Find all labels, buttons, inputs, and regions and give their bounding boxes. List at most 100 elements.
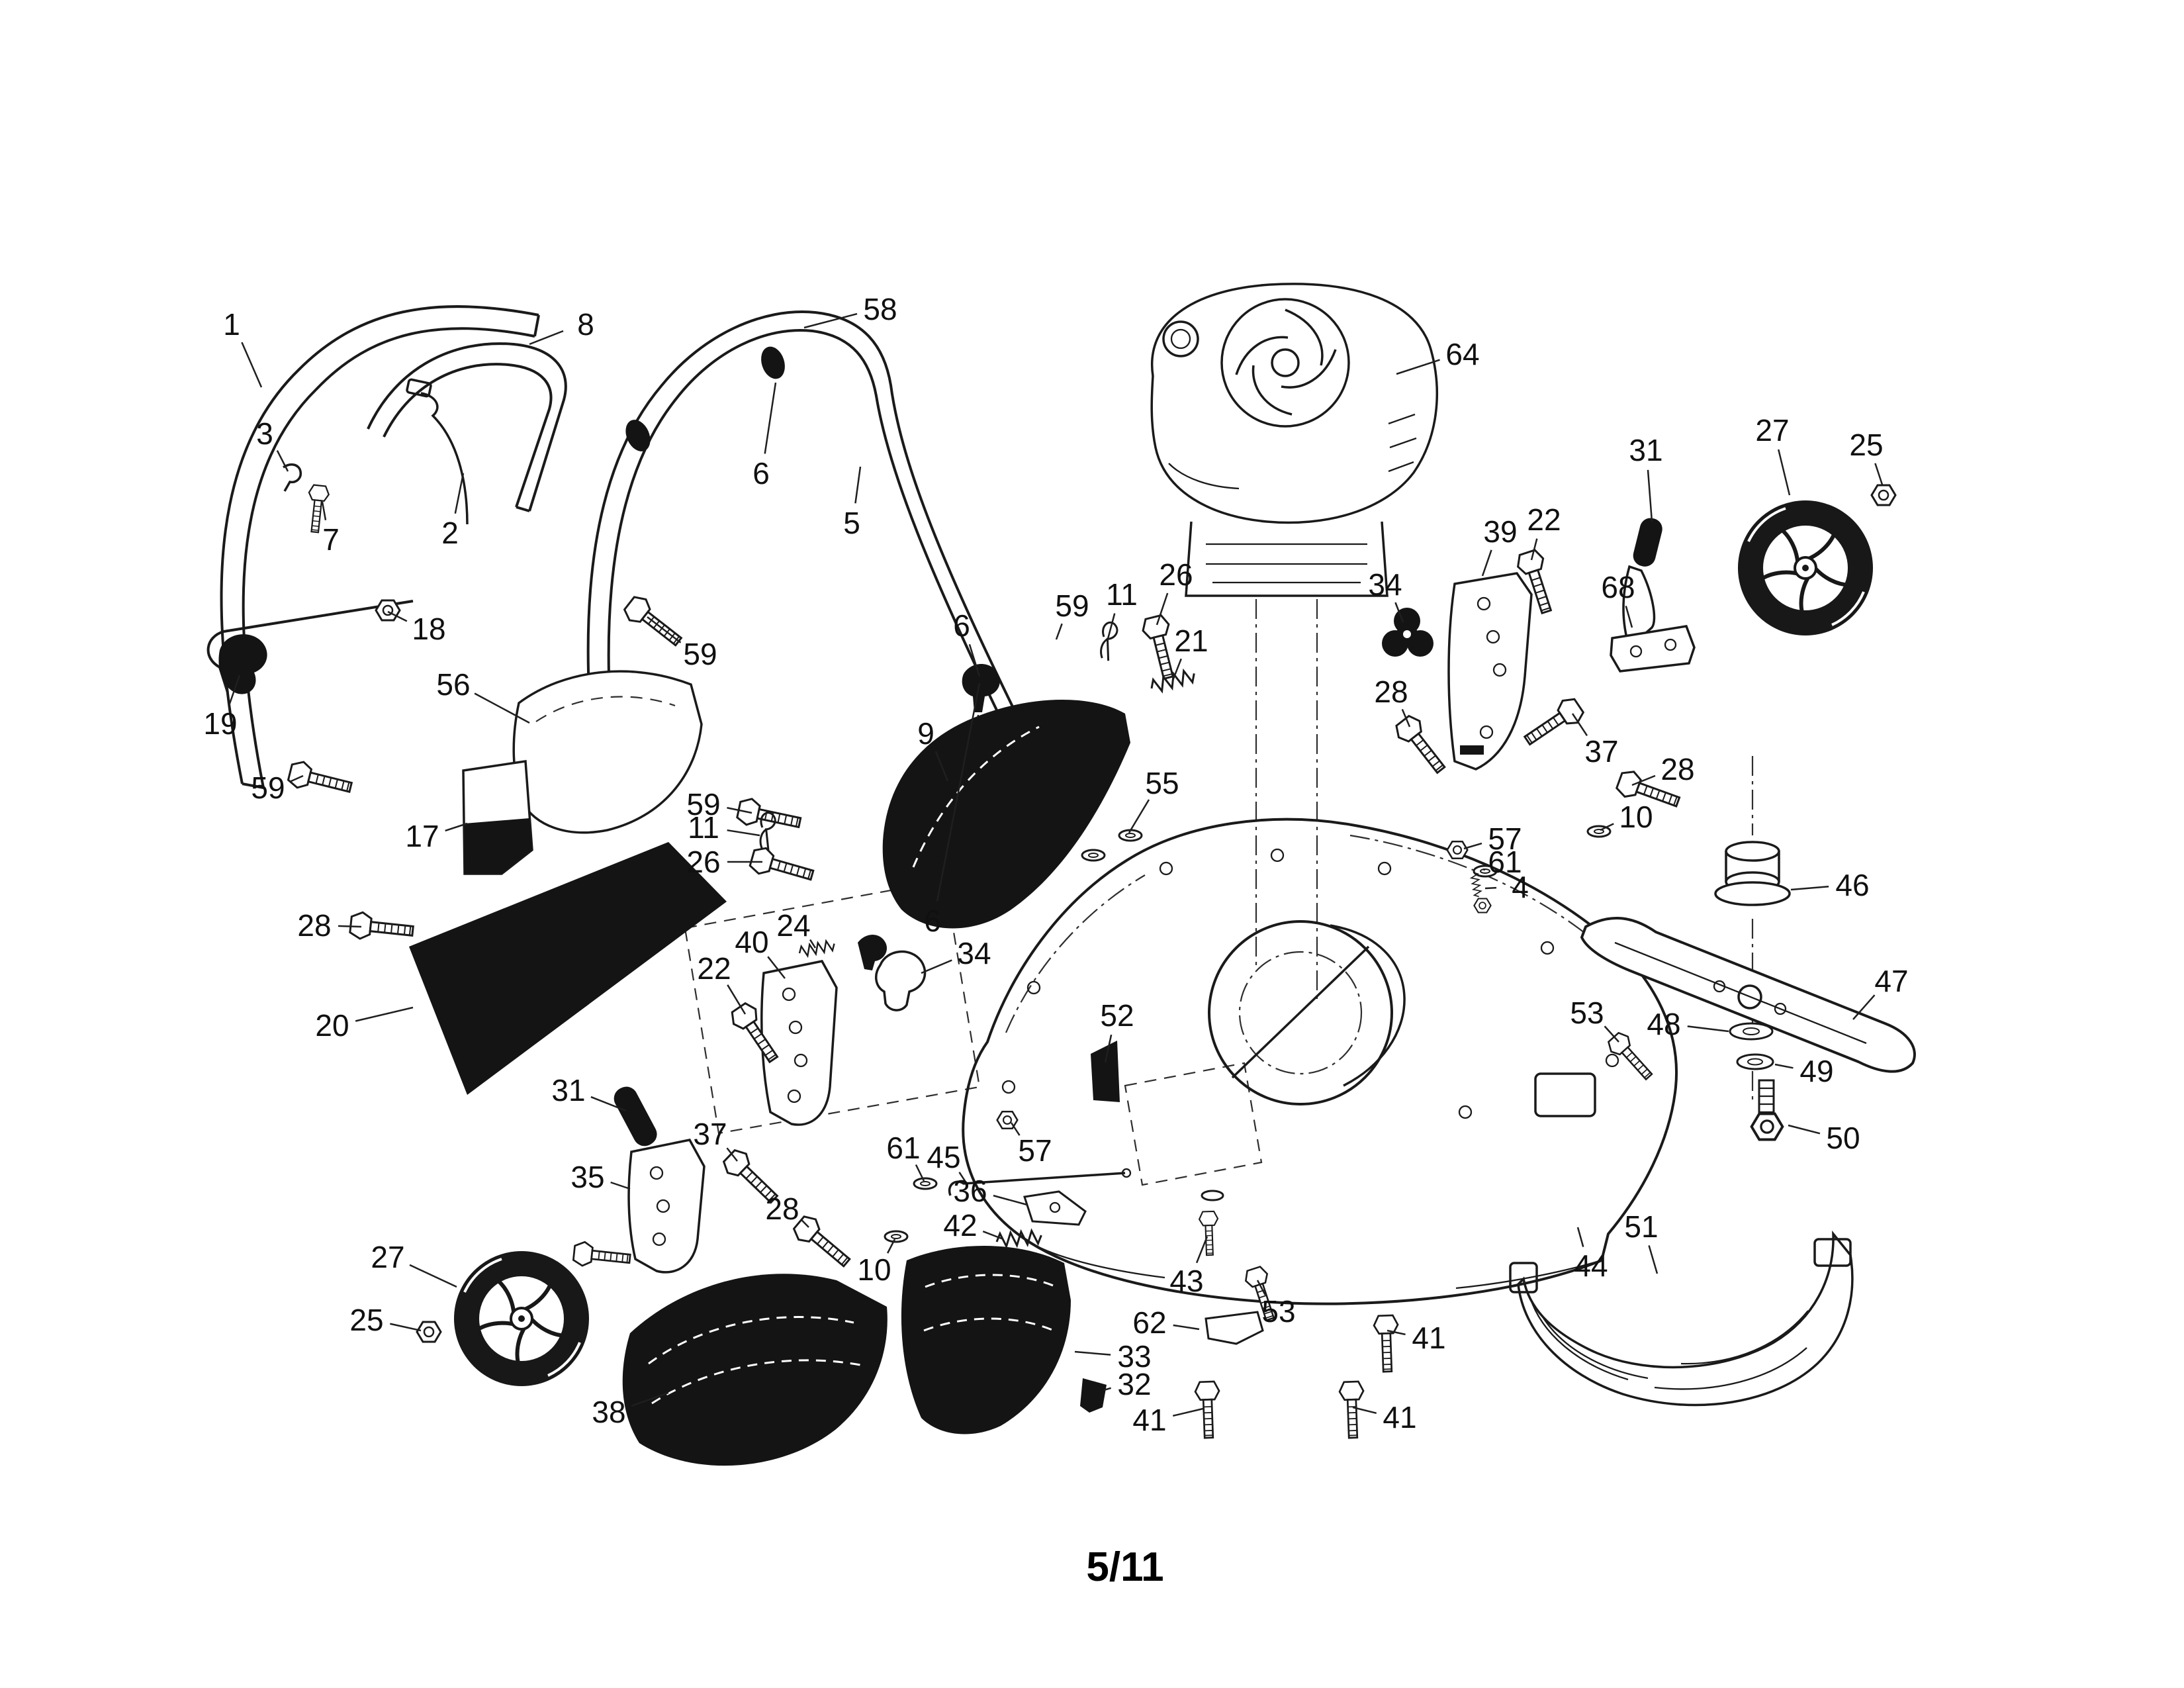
callout-leader-59: [1055, 623, 1063, 640]
callout-37: 37: [693, 1117, 727, 1151]
callout-leader-21: [1171, 658, 1182, 681]
callout-leader-59: [727, 807, 752, 814]
wheel-adjuster-left: [572, 1086, 705, 1274]
phantom-lines: [684, 599, 1754, 1186]
callout-leader-46: [1790, 886, 1829, 891]
callout-10: 10: [1619, 800, 1653, 834]
callout-10: 10: [857, 1252, 891, 1287]
callout-leader-18: [387, 610, 408, 622]
callout-leader-45: [958, 1172, 969, 1186]
handle-rod: [206, 600, 414, 693]
callout-leader-47: [1852, 994, 1876, 1020]
callout-leader-28: [338, 925, 362, 928]
callout-leader-53: [1256, 1280, 1266, 1295]
callout-leader-34: [1394, 602, 1404, 623]
callout-leader-9: [934, 751, 949, 782]
callout-leader-68: [1625, 606, 1633, 628]
blade: [1580, 917, 1916, 1073]
mower-deck: [962, 818, 1678, 1305]
callout-26: 26: [686, 845, 720, 879]
callout-leader-32: [1103, 1387, 1112, 1391]
callout-leader-52: [1104, 1034, 1113, 1063]
adjuster-lever-right: [1610, 518, 1696, 673]
callout-31: 31: [551, 1073, 585, 1107]
callout-57: 57: [1488, 821, 1522, 856]
callout-41: 41: [1132, 1403, 1166, 1437]
callout-leader-25: [1874, 463, 1884, 485]
callout-52: 52: [1100, 998, 1134, 1033]
callout-58: 58: [863, 292, 897, 326]
callout-6: 6: [953, 608, 970, 643]
callout-leader-61: [915, 1164, 925, 1182]
callout-39: 39: [1483, 514, 1517, 549]
callout-leader-62: [1173, 1324, 1200, 1331]
callout-leader-11: [727, 829, 760, 837]
callout-20: 20: [315, 1008, 349, 1043]
knob-three-lobe: [1382, 608, 1433, 657]
callout-leader-31: [590, 1096, 627, 1112]
callout-61: 61: [1488, 845, 1522, 879]
callout-18: 18: [412, 612, 445, 646]
callout-leader-38: [631, 1391, 669, 1407]
callout-6: 6: [752, 456, 770, 491]
callout-leader-58: [803, 312, 858, 329]
callout-leader-6: [968, 643, 981, 677]
callout-49: 49: [1799, 1054, 1833, 1088]
lower-handle: [220, 305, 540, 789]
callout-36: 36: [953, 1174, 987, 1208]
callout-leader-37: [1571, 713, 1588, 736]
rear-skirt: [1509, 1230, 1854, 1407]
rod-bracket: [1023, 1190, 1087, 1226]
callout-11: 11: [1106, 577, 1138, 612]
callout-11: 11: [688, 810, 719, 845]
callout-leader-35: [610, 1181, 631, 1190]
callout-leader-39: [1481, 549, 1492, 577]
callout-44: 44: [1574, 1248, 1608, 1283]
wheel-front-right: [1738, 500, 1873, 635]
callout-50: 50: [1826, 1121, 1860, 1155]
callout-21: 21: [1174, 624, 1208, 658]
deflector-center: [901, 1245, 1071, 1434]
callout-46: 46: [1835, 868, 1869, 902]
callout-24: 24: [776, 908, 810, 943]
callout-4: 4: [1512, 870, 1529, 904]
callout-leader-26: [1156, 592, 1169, 626]
callout-leader-8: [529, 330, 564, 346]
callout-34: 34: [1368, 567, 1402, 602]
callout-8: 8: [577, 307, 594, 342]
clip: [1080, 1378, 1107, 1413]
callout-leader-57: [1010, 1122, 1021, 1136]
callout-17: 17: [405, 819, 439, 853]
callout-51: 51: [1624, 1209, 1658, 1244]
callout-43: 43: [1169, 1264, 1203, 1298]
callout-leader-57: [1463, 842, 1482, 850]
callout-leader-64: [1396, 359, 1440, 375]
callout-27: 27: [1755, 413, 1789, 447]
mount-plate: [1205, 1311, 1264, 1345]
callout-leader-42: [982, 1231, 1004, 1241]
blade-bolt-stack: [1729, 1022, 1784, 1141]
spacer: [1201, 1190, 1224, 1201]
callout-55: 55: [1145, 766, 1179, 800]
callout-2: 2: [441, 516, 459, 550]
callout-9: 9: [917, 716, 934, 751]
callout-leader-53: [1604, 1025, 1619, 1043]
callout-leader-27: [1778, 449, 1791, 496]
callout-31: 31: [1629, 433, 1662, 467]
callout-40: 40: [735, 925, 768, 959]
callout-45: 45: [927, 1140, 960, 1174]
callout-leader-31: [1647, 469, 1653, 522]
callout-leader-40: [767, 956, 786, 979]
callout-leader-10: [1600, 823, 1614, 831]
callout-34: 34: [957, 936, 991, 970]
callout-1: 1: [223, 307, 240, 342]
callout-41: 41: [1412, 1321, 1445, 1355]
callout-leader-36: [993, 1194, 1028, 1206]
callout-leader-41: [1172, 1407, 1204, 1417]
callout-leader-1: [241, 342, 263, 388]
wing-knob: [858, 935, 927, 1011]
callout-59: 59: [683, 637, 717, 671]
callout-47: 47: [1874, 964, 1908, 998]
engine-assembly: [1150, 283, 1439, 597]
